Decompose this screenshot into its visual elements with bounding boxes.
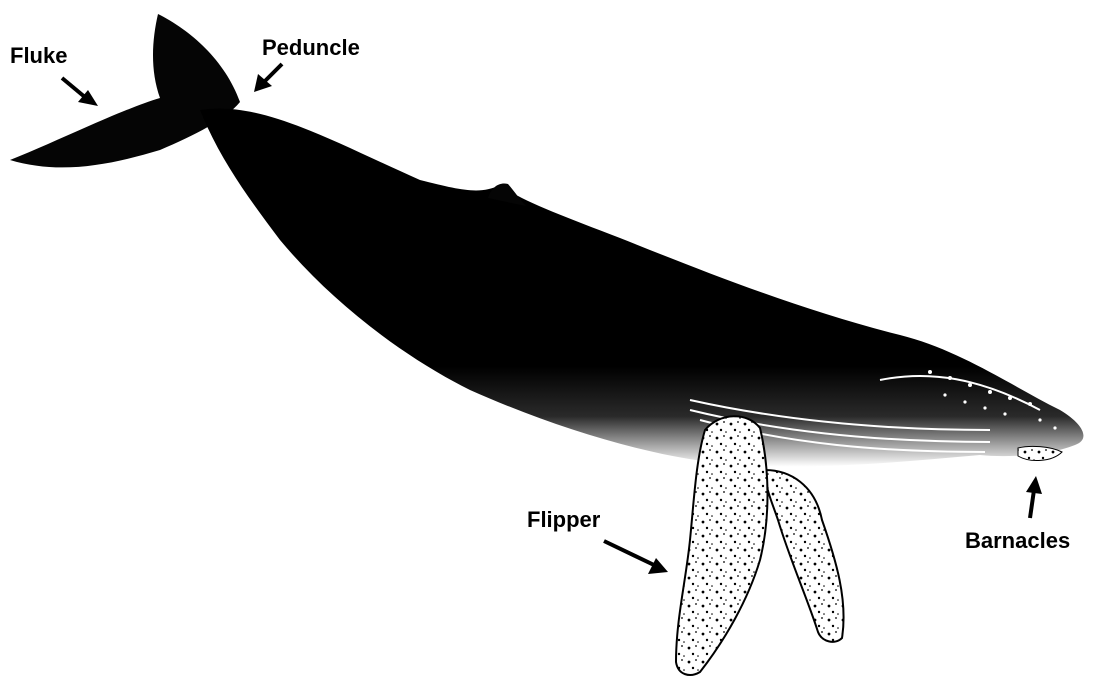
barnacles-arrow [1030,490,1034,518]
fluke-arrow [62,78,86,98]
flipper-arrow [604,541,654,565]
flipper-arrowhead [648,558,668,574]
fluke-shape [10,14,240,167]
whale-body [200,108,1083,466]
far-flipper [765,470,844,642]
peduncle-arrow [264,64,282,82]
label-flipper: Flipper [527,507,601,532]
label-peduncle: Peduncle [262,35,360,60]
label-barnacles: Barnacles [965,528,1070,553]
barnacles-arrowhead [1026,476,1042,494]
label-fluke: Fluke [10,43,67,68]
whale-illustration [10,14,1083,675]
